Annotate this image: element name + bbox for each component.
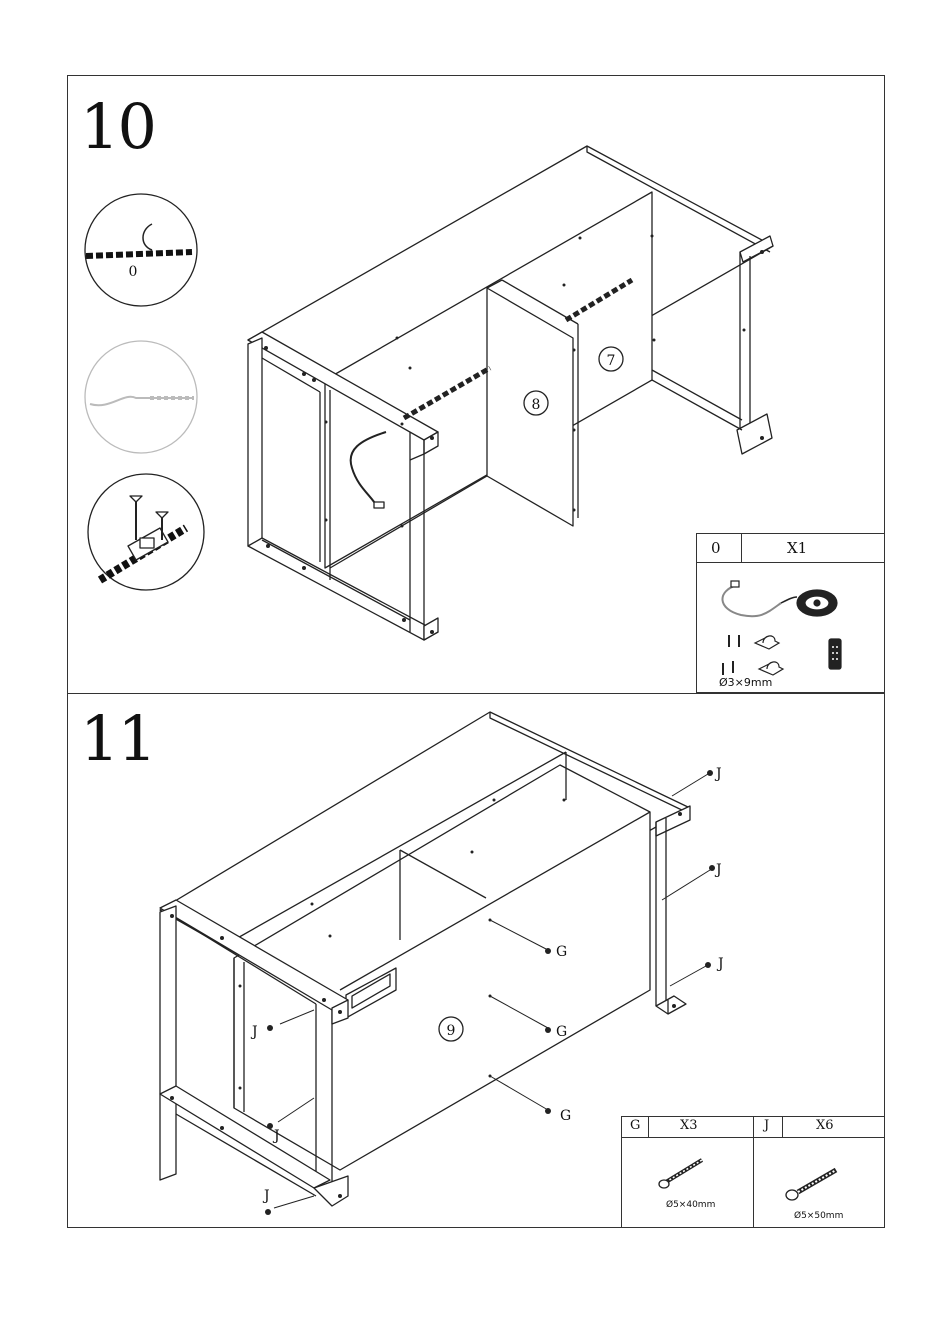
led-kit-illustration: [697, 563, 884, 693]
hardware-j-6: J: [262, 1188, 270, 1204]
led-strip-detail-faded: [85, 341, 197, 453]
part-id-g: G: [630, 1118, 640, 1133]
part-id-0: 0: [711, 539, 721, 557]
panel-9-text: 9: [447, 1023, 456, 1039]
hardware-g-1: G: [556, 944, 567, 960]
hardware-j-1: J: [714, 766, 722, 782]
cam-bolt-g-icon: [659, 1160, 702, 1188]
clip-install-detail: [88, 474, 204, 590]
part-qty-x1: X1: [787, 539, 807, 557]
panel-7-text: 7: [607, 353, 616, 369]
screw-icon: [723, 635, 739, 675]
hardware-j-3: J: [716, 956, 724, 972]
size-g: Ø5×40mm: [666, 1200, 715, 1210]
callout-part-0: 0: [129, 264, 138, 280]
desk-frame-step10: [248, 146, 773, 640]
parts-box-step10: 0 X1: [696, 533, 885, 693]
screw-j-icon: [786, 1170, 836, 1200]
led-strip-detail-callout: [85, 194, 197, 306]
hardware-j-5: J: [272, 1128, 280, 1144]
hardware-g-3: G: [560, 1108, 571, 1124]
panel-8-text: 8: [532, 397, 541, 413]
hardware-g-2: G: [556, 1024, 567, 1040]
part-qty-g: X3: [680, 1118, 698, 1133]
parts-box-step11: G X3 J X6 Ø5×40mm Ø5×50mm: [621, 1116, 885, 1228]
hardware-j-4: J: [250, 1024, 258, 1040]
remote-control-icon: [829, 639, 841, 669]
hardware-j-2: J: [714, 862, 722, 878]
screw-size-label: Ø3×9mm: [719, 676, 772, 689]
hardware-illustrations: [622, 1138, 884, 1228]
clip-bracket-icon: [755, 636, 783, 675]
part-qty-j: X6: [816, 1118, 834, 1133]
size-j: Ø5×50mm: [794, 1211, 843, 1221]
part-id-j: J: [764, 1118, 769, 1133]
